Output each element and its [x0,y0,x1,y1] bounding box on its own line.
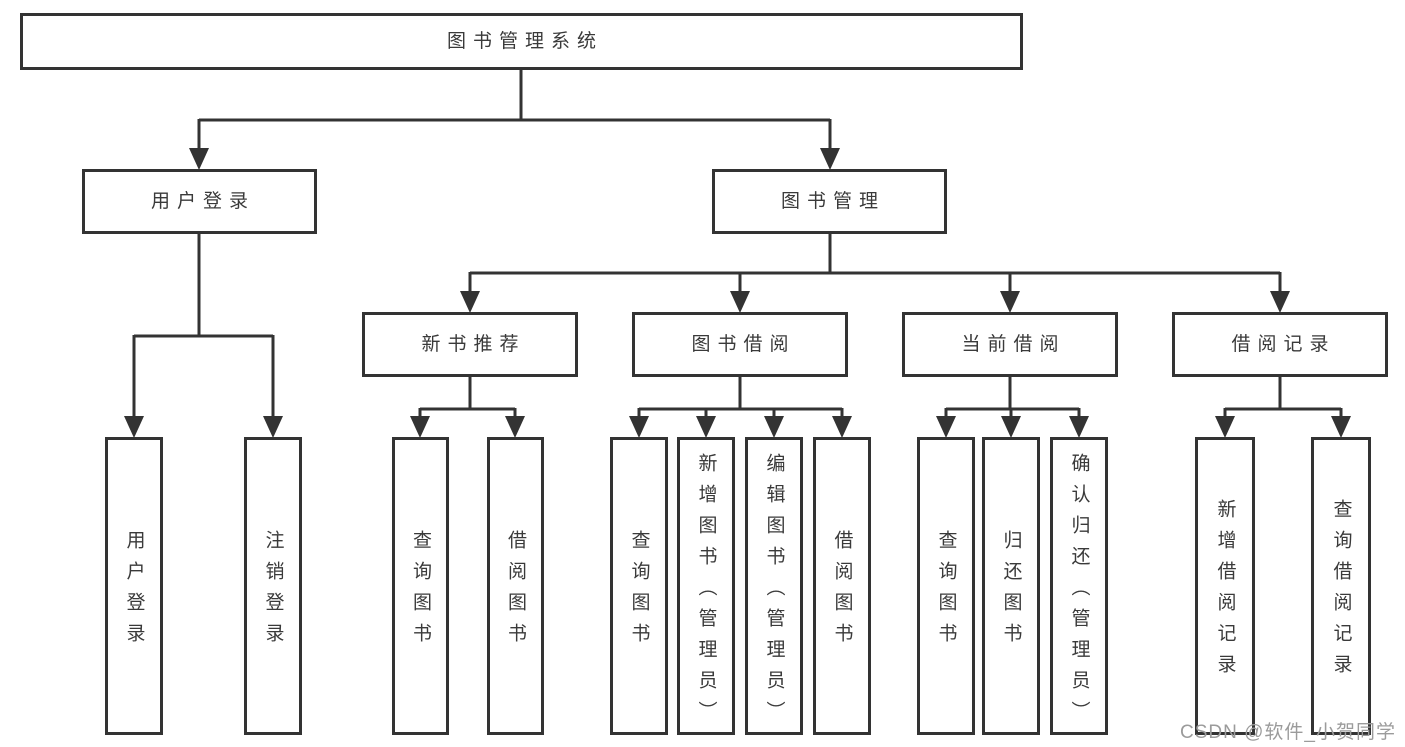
leaf-query-borrow-record: 查询借阅记录 [1311,437,1371,735]
node-book-borrowing: 图书借阅 [632,312,848,377]
arrowheads [124,148,1351,438]
node-label: 借阅记录 [1231,334,1336,355]
arrowhead [936,416,956,438]
arrowhead [410,416,430,438]
node-label: 新书推荐 [421,334,526,355]
connector-book-mgmt-split [468,232,1282,293]
arrowhead [1215,416,1235,438]
arrowhead [263,416,283,438]
arrowhead [1001,416,1021,438]
node-book-management: 图书管理 [712,169,947,234]
leaf-borrow-books: 借阅图书 [487,437,544,735]
leaf-edit-book-admin: 编辑图书（管理员） [745,437,803,735]
arrowhead [505,416,525,438]
leaf-return-books: 归还图书 [982,437,1040,735]
arrowhead [629,416,649,438]
node-label: 新增图书（管理员） [695,452,717,732]
node-new-book-recommendation: 新书推荐 [362,312,578,377]
node-borrowing-records: 借阅记录 [1172,312,1388,377]
arrowhead [832,416,852,438]
arrowhead [460,291,480,313]
leaf-query-books: 查询图书 [610,437,668,735]
node-label: 图书管理系统 [446,31,603,52]
arrowhead [1270,291,1290,313]
node-label: 编辑图书（管理员） [763,452,785,732]
arrowhead [1069,416,1089,438]
node-label: 当前借阅 [961,334,1066,355]
leaf-query-books: 查询图书 [917,437,975,735]
leaf-borrow-books: 借阅图书 [813,437,871,735]
node-label: 查询图书 [410,530,431,654]
node-label: 图书管理 [780,191,885,212]
node-label: 注销登录 [262,530,284,654]
node-current-borrowing: 当前借阅 [902,312,1118,377]
arrowhead [1000,291,1020,313]
arrowhead [820,148,840,170]
arrowhead [1331,416,1351,438]
node-label: 借阅图书 [505,530,526,654]
leaf-add-borrow-record: 新增借阅记录 [1195,437,1255,735]
node-label: 图书借阅 [691,334,796,355]
node-label: 查询图书 [628,530,650,654]
leaf-user-login: 用户登录 [105,437,163,735]
node-label: 新增借阅记录 [1214,499,1236,685]
csdn-watermark: CSDN @软件_小贺同学 [1180,722,1396,743]
leaf-query-books: 查询图书 [392,437,449,735]
node-library-management-system: 图书管理系统 [20,13,1023,70]
arrowhead [730,291,750,313]
leaf-add-book-admin: 新增图书（管理员） [677,437,735,735]
connector-leaf-splits [418,375,1343,418]
node-user-login: 用户登录 [82,169,317,234]
connector-root-split [197,70,832,150]
node-label: 查询图书 [935,530,957,654]
node-label: 用户登录 [150,191,255,212]
leaf-confirm-return-admin: 确认归还（管理员） [1050,437,1108,735]
arrowhead [696,416,716,438]
arrowhead [124,416,144,438]
node-label: 用户登录 [123,530,145,654]
node-label: 借阅图书 [831,530,853,654]
arrowhead [764,416,784,438]
node-label: 确认归还（管理员） [1068,452,1090,732]
node-label: 查询借阅记录 [1330,499,1352,685]
arrowhead [189,148,209,170]
leaf-logout: 注销登录 [244,437,302,735]
node-label: 归还图书 [1000,530,1022,654]
connector-user-login-split [132,232,275,418]
